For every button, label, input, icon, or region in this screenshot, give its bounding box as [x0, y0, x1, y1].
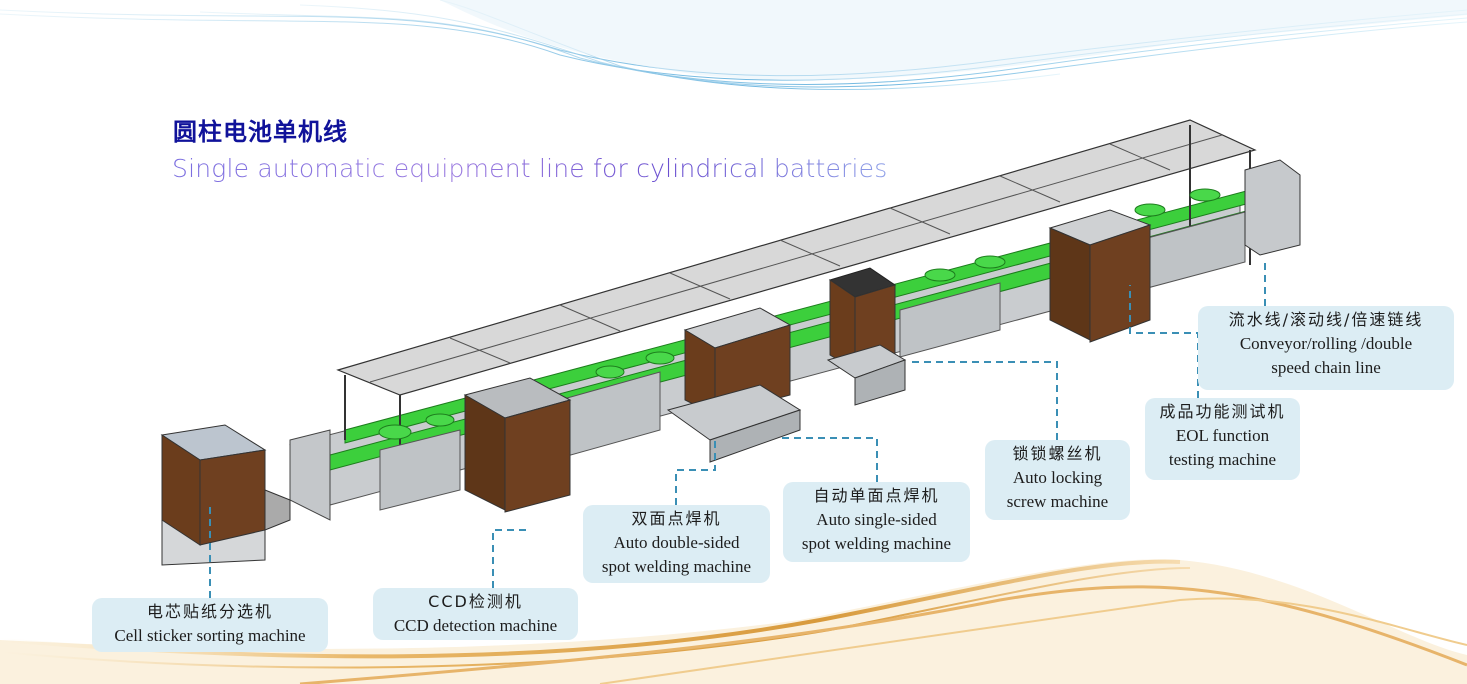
label-double-sided-welding: 双面点焊机 Auto double-sided spot welding mac… — [583, 505, 770, 583]
connector-lines — [209, 258, 1266, 598]
label-en: Cell sticker sorting machine — [114, 626, 306, 645]
label-en-2: spot welding machine — [601, 557, 752, 576]
label-en-1: Auto double-sided — [613, 533, 740, 552]
ccd-detection-machine — [463, 377, 572, 513]
label-en-1: Auto locking — [1012, 468, 1103, 487]
double-sided-spot-welding-machine — [666, 307, 802, 463]
label-en-1: Auto single-sided — [816, 510, 937, 529]
label-en: CCD detection machine — [393, 616, 558, 635]
label-cell-sticker-sorting: 电芯贴纸分选机 Cell sticker sorting machine — [92, 598, 328, 652]
label-en-2: speed chain line — [1271, 358, 1381, 377]
label-cn: 流水线/滚动线/倍速链线 — [1228, 310, 1424, 329]
eol-function-testing-machine — [1244, 159, 1301, 256]
label-en-1: EOL function — [1175, 426, 1270, 445]
label-en-2: testing machine — [1168, 450, 1277, 469]
label-single-sided-welding: 自动单面点焊机 Auto single-sided spot welding m… — [783, 482, 970, 562]
label-en-2: screw machine — [1006, 492, 1109, 511]
page-title-english: Single automatic equipment line for cyli… — [172, 154, 888, 183]
label-cn: 双面点焊机 — [631, 509, 722, 528]
label-en-2: spot welding machine — [801, 534, 952, 553]
label-en-1: Conveyor/rolling /double — [1239, 334, 1413, 353]
cell-sticker-sorting-machine — [160, 424, 331, 566]
label-cn: 成品功能测试机 — [1159, 402, 1286, 421]
single-sided-spot-welding-machine — [826, 267, 907, 406]
label-locking-screw: 锁锁螺丝机 Auto locking screw machine — [985, 440, 1130, 520]
label-cn: 锁锁螺丝机 — [1012, 444, 1103, 463]
label-ccd-detection: CCD检测机 CCD detection machine — [373, 588, 578, 640]
label-cn: 电芯贴纸分选机 — [146, 602, 273, 621]
auto-locking-screw-machine — [1048, 209, 1152, 343]
bottom-wave-decoration — [0, 559, 1467, 684]
label-cn: CCD检测机 — [428, 592, 523, 611]
label-cn: 自动单面点焊机 — [813, 486, 940, 505]
label-eol-testing: 成品功能测试机 EOL function testing machine — [1145, 398, 1300, 480]
label-conveyor-line: 流水线/滚动线/倍速链线 Conveyor/rolling /double sp… — [1198, 306, 1454, 390]
page-title-chinese: 圆柱电池单机线 — [173, 118, 348, 146]
